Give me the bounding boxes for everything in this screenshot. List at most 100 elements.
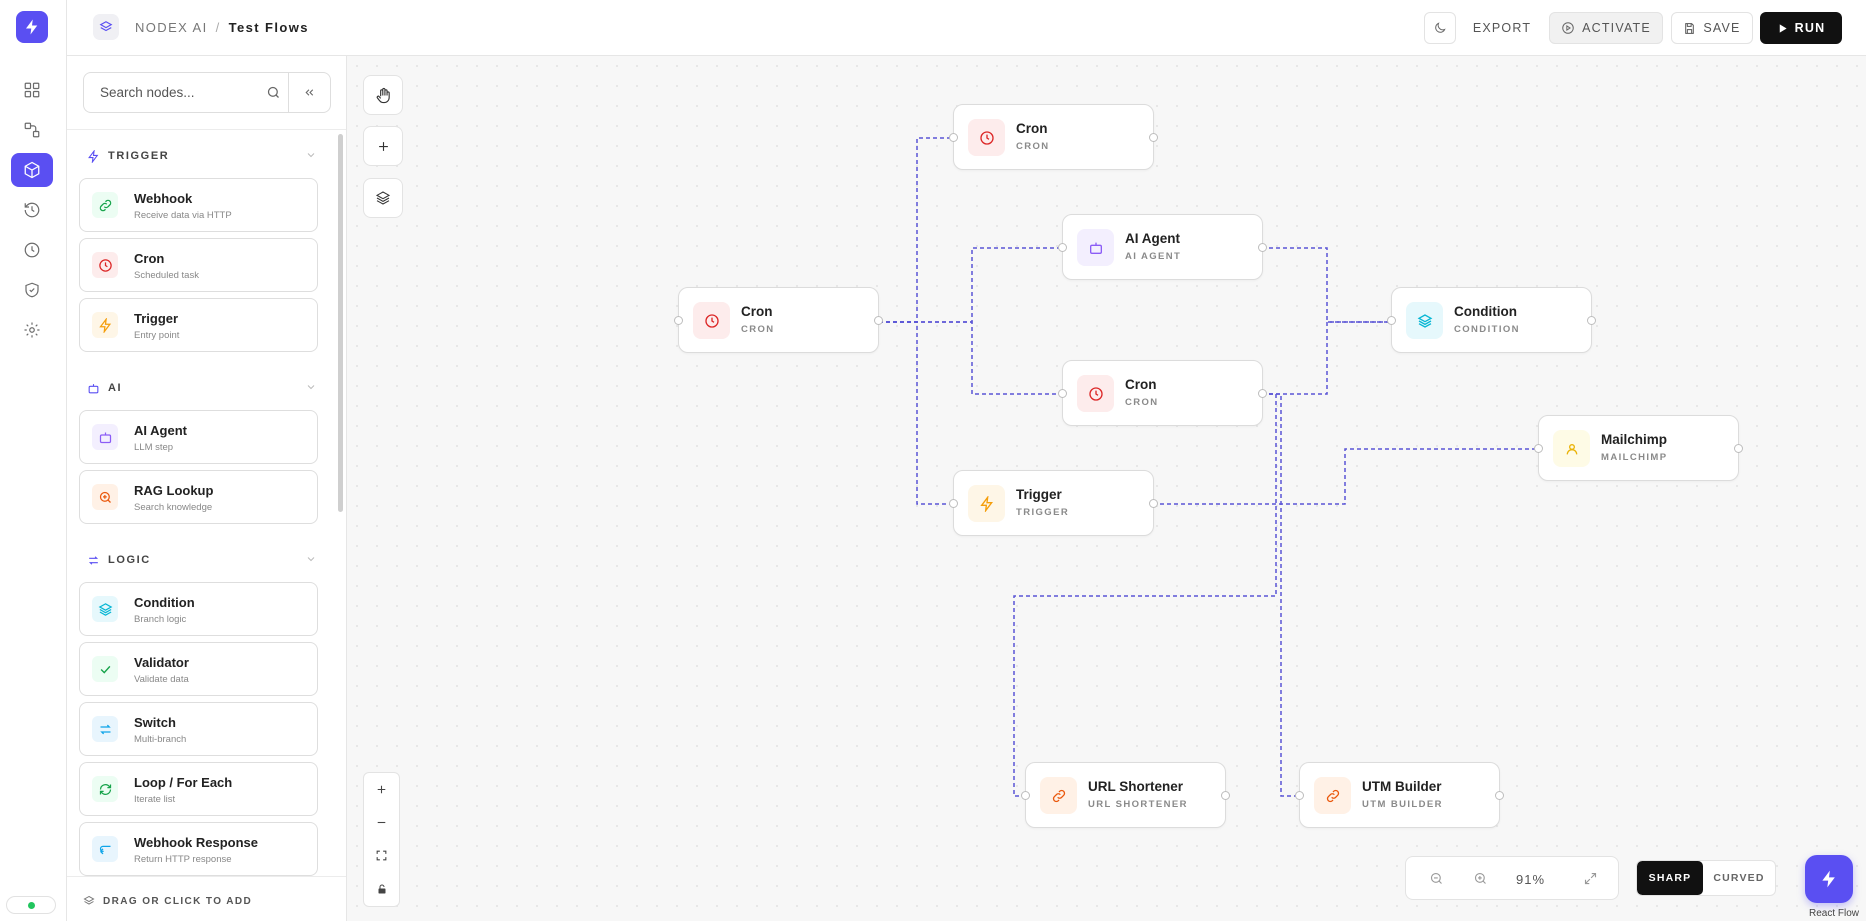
palette-item-ai-agent[interactable]: AI Agent LLM step [79, 410, 318, 464]
layers-button[interactable] [363, 178, 403, 218]
node-input-handle[interactable] [674, 316, 683, 325]
palette-item-webhook[interactable]: Webhook Receive data via HTTP [79, 178, 318, 232]
flow-node-url-shortener[interactable]: URL Shortener URL SHORTENER [1021, 762, 1230, 828]
palette-item-condition[interactable]: Condition Branch logic [79, 582, 318, 636]
palette-item-subtitle: Multi-branch [134, 734, 187, 745]
bolt-icon [968, 485, 1005, 522]
section-header-trigger[interactable]: TRIGGER [87, 149, 317, 163]
section-title: LOGIC [108, 554, 151, 566]
rail-settings[interactable] [11, 313, 53, 347]
hand-icon [376, 87, 390, 103]
node-input-handle[interactable] [949, 133, 958, 142]
rail-workflows[interactable] [11, 113, 53, 147]
check-icon [92, 656, 118, 682]
palette-item-rag-lookup[interactable]: RAG Lookup Search knowledge [79, 470, 318, 524]
edge-style-sharp[interactable]: SHARP [1637, 861, 1703, 895]
theme-toggle-button[interactable] [1424, 12, 1456, 44]
node-output-handle[interactable] [1149, 499, 1158, 508]
app-logo[interactable] [16, 11, 48, 43]
rail-schedule[interactable] [11, 233, 53, 267]
lock-control[interactable] [364, 872, 399, 905]
canvas-controls [363, 772, 400, 907]
flow-node-condition[interactable]: Condition CONDITION [1387, 287, 1596, 353]
palette-item-subtitle: Validate data [134, 674, 189, 685]
node-title: URL Shortener [1088, 779, 1184, 794]
zoom-search-icon [92, 484, 118, 510]
node-output-handle[interactable] [1734, 444, 1743, 453]
node-output-handle[interactable] [1258, 243, 1267, 252]
node-input-handle[interactable] [1295, 791, 1304, 800]
rail-security[interactable] [11, 273, 53, 307]
node-output-handle[interactable] [1587, 316, 1596, 325]
node-input-handle[interactable] [1021, 791, 1030, 800]
project-icon[interactable] [93, 14, 119, 40]
palette-item-subtitle: Branch logic [134, 614, 187, 625]
robot-icon [88, 383, 99, 393]
zoom-in-icon[interactable] [1473, 871, 1488, 886]
flow-node-cron-2[interactable]: Cron CRON [949, 104, 1158, 170]
breadcrumb-current[interactable]: Test Flows [228, 20, 309, 35]
top-header: NODEX AI / Test Flows EXPORT ACTIVATE SA… [67, 0, 1866, 56]
palette-item-trigger[interactable]: Trigger Entry point [79, 298, 318, 352]
palette-item-webhook-response[interactable]: Webhook Response Return HTTP response [79, 822, 318, 876]
node-output-handle[interactable] [874, 316, 883, 325]
palette-item-cron[interactable]: Cron Scheduled task [79, 238, 318, 292]
export-button[interactable]: EXPORT [1467, 12, 1537, 44]
search-input[interactable] [100, 73, 250, 112]
fit-view-icon [376, 850, 387, 861]
node-input-handle[interactable] [1534, 444, 1543, 453]
node-input-handle[interactable] [1387, 316, 1396, 325]
node-output-handle[interactable] [1149, 133, 1158, 142]
edge-cron1-aiagent [879, 247, 1063, 323]
expand-icon[interactable] [1583, 871, 1598, 886]
section-header-ai[interactable]: AI [87, 381, 317, 395]
palette-item-subtitle: LLM step [134, 442, 174, 453]
zoom-in-control[interactable] [364, 773, 399, 806]
sidebar-footer-hint: DRAG OR CLICK TO ADD [103, 895, 253, 907]
breadcrumb-root[interactable]: NODEX AI [135, 20, 208, 35]
rail-nodes[interactable] [11, 153, 53, 187]
sidebar-footer: DRAG OR CLICK TO ADD [67, 876, 346, 921]
flow-node-cron-3[interactable]: Cron CRON [1058, 360, 1267, 426]
edge-trigger-mailchimp [1153, 448, 1539, 505]
history-icon [24, 202, 40, 218]
react-flow-attribution[interactable]: React Flow [1809, 908, 1860, 919]
rail-history[interactable] [11, 193, 53, 227]
quick-action-button[interactable] [1805, 855, 1853, 903]
palette-item-validator[interactable]: Validator Validate data [79, 642, 318, 696]
flow-canvas[interactable]: Cron CRON Cron CRON AI Agent AI AGENT Cr… [347, 56, 1866, 921]
zoom-out-icon[interactable] [1429, 871, 1444, 886]
section-header-logic[interactable]: LOGIC [87, 553, 317, 567]
flow-node-ai-agent[interactable]: AI Agent AI AGENT [1058, 214, 1267, 280]
palette-item-subtitle: Receive data via HTTP [134, 210, 232, 221]
rail-dashboard[interactable] [11, 73, 53, 107]
edge-style-curved[interactable]: CURVED [1713, 872, 1765, 884]
run-button[interactable]: RUN [1760, 12, 1842, 44]
flow-node-utm-builder[interactable]: UTM Builder UTM BUILDER [1295, 762, 1504, 828]
node-output-handle[interactable] [1258, 389, 1267, 398]
zoom-out-control[interactable] [364, 806, 399, 839]
node-output-handle[interactable] [1495, 791, 1504, 800]
node-title: Cron [1016, 121, 1048, 136]
palette-item-loop[interactable]: Loop / For Each Iterate list [79, 762, 318, 816]
palette-item-switch[interactable]: Switch Multi-branch [79, 702, 318, 756]
clock-icon [968, 119, 1005, 156]
node-type-label: CRON [741, 324, 775, 335]
add-node-button[interactable] [363, 126, 403, 166]
search-icon[interactable] [266, 85, 281, 100]
plus-icon [378, 141, 388, 151]
collapse-sidebar-button[interactable] [288, 72, 331, 113]
fit-view-control[interactable] [364, 839, 399, 872]
sidebar-scrollbar[interactable] [338, 134, 343, 512]
layers-icon [83, 895, 95, 905]
flow-node-trigger[interactable]: Trigger TRIGGER [949, 470, 1158, 536]
flow-node-mailchimp[interactable]: Mailchimp MAILCHIMP [1534, 415, 1743, 481]
pan-tool-button[interactable] [363, 75, 403, 115]
node-input-handle[interactable] [1058, 389, 1067, 398]
node-input-handle[interactable] [1058, 243, 1067, 252]
node-output-handle[interactable] [1221, 791, 1230, 800]
flow-node-cron-1[interactable]: Cron CRON [674, 287, 883, 353]
save-button[interactable]: SAVE [1671, 12, 1753, 44]
node-input-handle[interactable] [949, 499, 958, 508]
activate-button[interactable]: ACTIVATE [1549, 12, 1663, 44]
